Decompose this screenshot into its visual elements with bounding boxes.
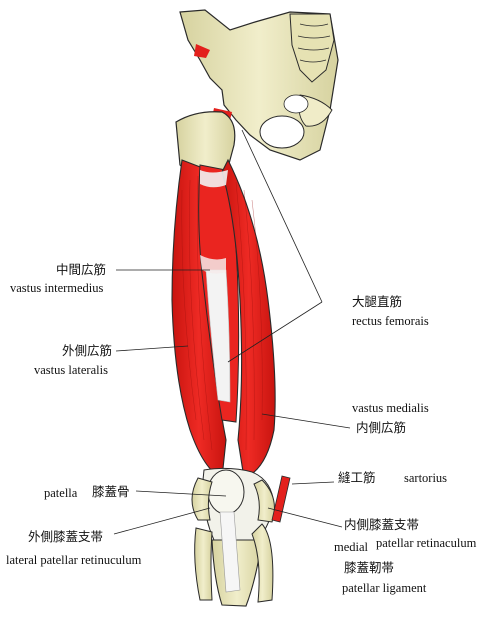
vastus-intermedius-muscle xyxy=(205,269,231,403)
label-sartorius-en: sartorius xyxy=(404,471,448,485)
pelvis-bone xyxy=(179,9,339,161)
label-vastus-medialis-en: vastus medialis xyxy=(352,401,429,415)
vastus-medialis-muscle xyxy=(221,158,276,479)
label-sartorius-jp: 縫工筋 xyxy=(338,471,376,485)
muscle-fibers xyxy=(181,175,263,451)
sartorius-muscle xyxy=(271,475,291,523)
label-medial-retinaculum-en-b: patellar retinaculum xyxy=(376,536,477,550)
label-vastus-intermedius-en: vastus intermedius xyxy=(10,281,104,295)
label-medial-retinaculum-en-a: medial xyxy=(334,540,369,554)
label-vastus-medialis-jp: 内側広筋 xyxy=(356,421,407,435)
label-medial-retinaculum-jp: 内側膝蓋支帯 xyxy=(344,518,420,532)
label-patellar-ligament-jp: 膝蓋靭帯 xyxy=(344,561,395,575)
label-patellar-ligament-en: patellar ligament xyxy=(342,581,427,595)
label-vastus-intermedius-jp: 中間広筋 xyxy=(56,263,107,277)
label-lateral-retinaculum-jp: 外側膝蓋支帯 xyxy=(28,530,104,544)
label-patella-jp: 膝蓋骨 xyxy=(92,485,130,499)
lower-leg-bones xyxy=(194,511,274,607)
patella-bone xyxy=(207,469,245,515)
label-vastus-lateralis-jp: 外側広筋 xyxy=(62,344,113,358)
label-lateral-retinaculum-en: lateral patellar retinuculum xyxy=(6,553,142,567)
label-rectus-femoris-jp: 大腿直筋 xyxy=(352,295,403,309)
label-patella-en: patella xyxy=(44,486,78,500)
label-rectus-femoris-en: rectus femorais xyxy=(352,314,429,328)
leader-lines xyxy=(113,129,351,535)
label-vastus-lateralis-en: vastus lateralis xyxy=(34,363,108,377)
